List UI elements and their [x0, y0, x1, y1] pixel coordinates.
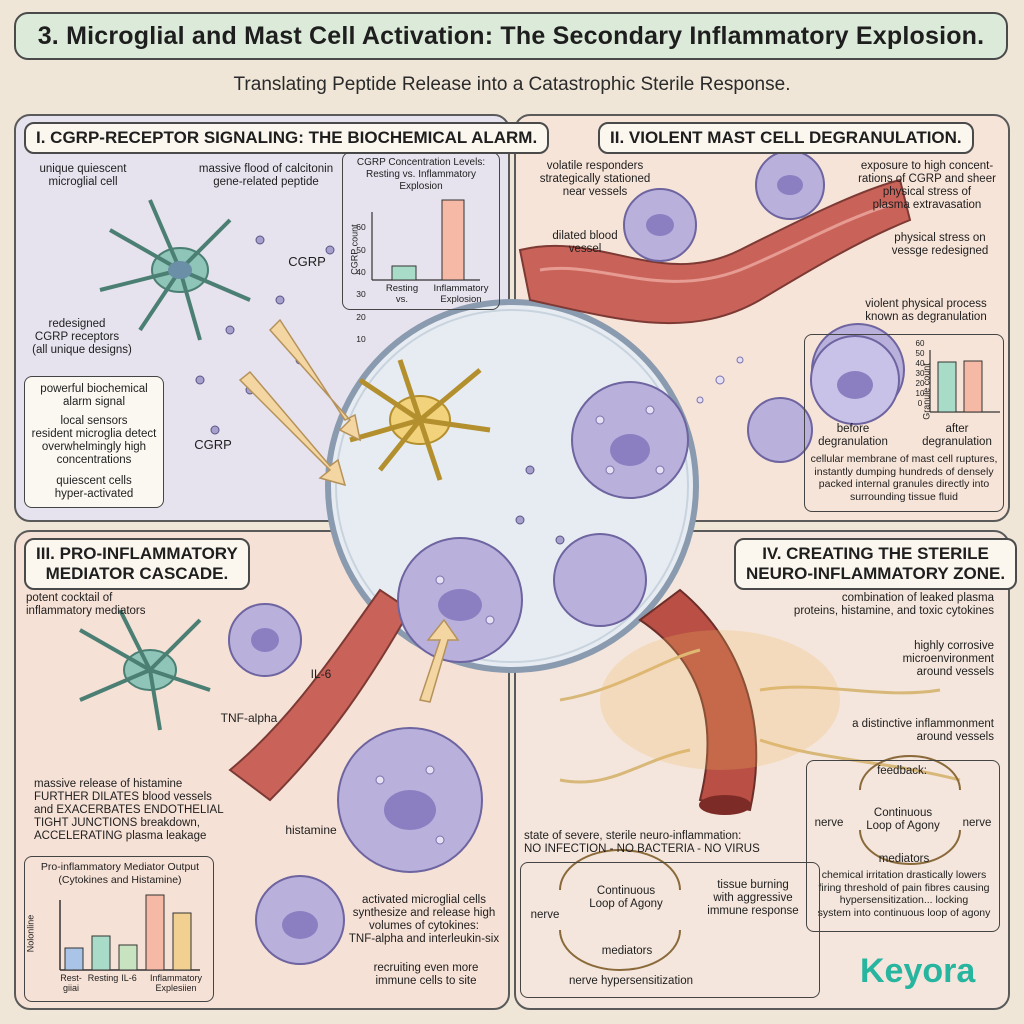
g-tick-20: 20: [915, 379, 925, 388]
g-tick-50: 50: [915, 349, 925, 358]
label-after-degranulation: after degranulation: [922, 423, 992, 448]
tick-30: 30: [356, 289, 366, 300]
vessel-panel4: [638, 588, 758, 812]
mediator-cat-1: Rest- giiai: [60, 973, 82, 993]
panel2-heading: II. VIOLENT MAST CELL DEGRANULATION.: [598, 122, 974, 154]
cgrp-chart-box: CGRP Concentration Levels: Resting vs. I…: [342, 152, 500, 344]
tick-60: 60: [356, 222, 366, 233]
g-tick-10: 10: [915, 389, 925, 398]
label-il6: IL-6: [310, 667, 332, 681]
microglia-cell-panel3: [79, 609, 211, 731]
mediator-cat-3: IL-6: [121, 973, 137, 983]
loop-small-nerve-right: nerve: [962, 817, 992, 829]
label-mediator-cocktail: potent cocktail of inflammatory mediator…: [26, 592, 146, 617]
loop-large-center: Continuous Loop of Agony: [589, 885, 663, 910]
tick-40: 40: [356, 267, 366, 278]
label-membrane-rupture: cellular membrane of mast cell ruptures,…: [810, 453, 998, 503]
panel4-heading: IV. CREATING THE STERILE NEURO-INFLAMMAT…: [734, 538, 1018, 590]
label-receptors-note: (all unique designs): [32, 344, 132, 356]
degranulation-chart-box: Granule count 60 50 40 30 20 10 0 before…: [804, 334, 1004, 512]
loop-large-box: Continuous Loop of Agony nerve tissue bu…: [520, 862, 820, 998]
keyora-logo: Keyora: [860, 952, 976, 990]
label-combination: combination of leaked plasma proteins, h…: [793, 592, 994, 617]
alarm-line-3: quiescent cells hyper-activated: [54, 475, 134, 500]
label-degranulation-process: violent physical process known as degran…: [865, 298, 987, 323]
label-histamine-release: massive release of histamine FURTHER DIL…: [34, 778, 224, 842]
label-tnf-alpha: TNF-alpha: [220, 711, 278, 725]
mediator-cat-2: Resting: [87, 973, 119, 983]
mediator-chart-box: Pro-inflammatory Mediator Output (Cytoki…: [24, 856, 214, 1002]
g-tick-30: 30: [915, 369, 925, 378]
loop-small-center: Continuous Loop of Agony: [866, 807, 940, 832]
panel1-heading: I. CGRP-RECEPTOR SIGNALING: THE BIOCHEMI…: [24, 122, 550, 154]
loop-large-nerve: nerve: [530, 909, 560, 921]
cgrp-chart-cat-resting: Resting vs.: [385, 283, 419, 305]
loop-small-mediators: mediators: [878, 853, 930, 865]
mediator-chart-title: Pro-inflammatory Mediator Output (Cytoki…: [40, 861, 200, 886]
label-histamine: histamine: [285, 823, 337, 837]
mediator-chart-ylabel: Nolonline: [25, 914, 36, 953]
loop-small-box: feedback: Continuous Loop of Agony nerve…: [806, 760, 1000, 932]
loop-large-mediators: mediators: [601, 945, 653, 957]
label-before-degranulation: before degranulation: [818, 423, 888, 448]
label-physical-stress: physical stress on vessge redesigned: [891, 232, 989, 257]
cgrp-chart-ticks: 60 50 40 30 20 10: [353, 211, 369, 345]
label-quiescent-microglia: unique quiescent microglial cell: [39, 163, 127, 188]
page-title-text: 3. Microglial and Mast Cell Activation: …: [37, 21, 985, 50]
g-tick-0: 0: [917, 399, 923, 408]
alarm-line-1: powerful biochemical alarm signal: [40, 383, 148, 408]
cgrp-chart-title: CGRP Concentration Levels: Resting vs. I…: [356, 157, 486, 192]
page-subtitle: Translating Peptide Release into a Catas…: [233, 74, 791, 95]
loop-small-nerve-left: nerve: [814, 817, 844, 829]
activated-microglia-center: [349, 359, 491, 481]
alarm-signal-box: powerful biochemical alarm signal local …: [24, 376, 164, 508]
loop-small-feedback: feedback:: [877, 765, 927, 777]
panel3-heading: III. PRO-INFLAMMATORY MEDIATOR CASCADE.: [24, 538, 250, 590]
loop-large-tissue: tissue burning with aggressive immune re…: [707, 879, 799, 917]
label-cgrp-bottom: CGRP: [194, 437, 232, 452]
label-activated-microglia: activated microglial cells synthesize an…: [348, 894, 500, 945]
loop-large-hypersens: nerve hypersensitization: [568, 975, 693, 987]
label-cgrp-exposure: exposure to high concent- rations of CGR…: [858, 160, 996, 211]
g-tick-60: 60: [915, 339, 925, 348]
cgrp-chart-cat-explosion: Inflammatory Explosion: [433, 283, 489, 305]
microglia-cell-panel1: [99, 199, 251, 341]
label-cgrp-top: CGRP: [288, 254, 326, 269]
label-volatile-responders: volatile responders strategically statio…: [539, 160, 651, 198]
label-cgrp-receptors: redesigned CGRP receptors: [34, 318, 120, 343]
label-distinctive: a distinctive inflammonment around vesse…: [852, 718, 994, 743]
label-dilated-vessel: dilated blood vessel: [552, 230, 618, 255]
tick-50: 50: [356, 244, 366, 255]
label-recruit-immune: recruiting even more immune cells to sit…: [373, 962, 479, 987]
mediator-cat-4: Inflammatory Explesiien: [149, 973, 202, 993]
page-title: 3. Microglial and Mast Cell Activation: …: [14, 12, 1008, 60]
label-corrosive: highly corrosive microenvironment around…: [902, 640, 994, 678]
alarm-line-2: local sensors resident microglia detect …: [31, 415, 157, 466]
tick-20: 20: [356, 311, 366, 322]
tick-10: 10: [356, 334, 366, 345]
panel-sterile-zone: [514, 530, 1010, 1010]
dilated-vessel-panel2: [518, 178, 912, 325]
g-tick-40: 40: [915, 359, 925, 368]
granule-chart-ticks: 60 50 40 30 20 10 0: [913, 339, 927, 409]
label-cgrp-flood: massive flood of calcitonin gene-related…: [198, 163, 334, 188]
label-sterile-state: state of severe, sterile neuro-inflammat…: [524, 830, 760, 855]
loop-small-caption: chemical irritation drastically lowers f…: [817, 869, 991, 919]
